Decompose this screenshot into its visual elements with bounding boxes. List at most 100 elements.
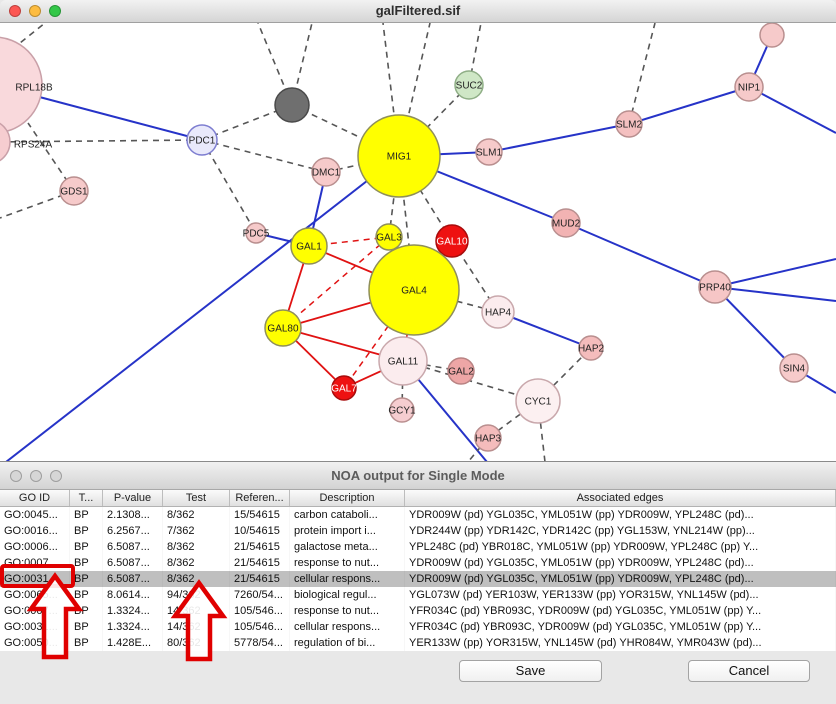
node-SIN4[interactable] xyxy=(779,353,809,383)
node-label: MIG1 xyxy=(387,152,412,163)
save-button[interactable]: Save xyxy=(459,660,602,682)
table-cell: biological regul... xyxy=(290,587,405,603)
table-cell: 1.3324... xyxy=(103,603,163,619)
table-cell: 6.5087... xyxy=(103,555,163,571)
node-HAP3[interactable] xyxy=(474,424,502,452)
table-cell: YFR034C (pd) YBR093C, YDR009W (pd) YGL03… xyxy=(405,619,836,635)
cancel-button[interactable]: Cancel xyxy=(688,660,810,682)
node-HAP2[interactable] xyxy=(578,335,604,361)
node-PDC1[interactable] xyxy=(186,124,218,156)
table-cell: protein import i... xyxy=(290,523,405,539)
table-cell: BP xyxy=(70,523,103,539)
node-unlabeled[interactable] xyxy=(759,23,785,48)
node-SLM2[interactable] xyxy=(615,110,643,138)
table-cell: regulation of bi... xyxy=(290,635,405,651)
network-edge xyxy=(565,222,716,288)
table-cell: 15/54615 xyxy=(230,507,290,523)
node-GAL80[interactable] xyxy=(264,309,302,347)
node-label: GCY1 xyxy=(388,406,416,417)
column-header[interactable]: P-value xyxy=(103,490,163,506)
table-cell: YER133W (pp) YOR315W, YNL145W (pd) YHR08… xyxy=(405,635,836,651)
node-CYC1[interactable] xyxy=(515,378,561,424)
node-GAL11[interactable] xyxy=(378,336,428,386)
table-cell: 2.1308... xyxy=(103,507,163,523)
node-label: CYC1 xyxy=(525,397,552,408)
node-label: HAP2 xyxy=(578,344,605,355)
network-edge xyxy=(628,23,656,125)
table-cell: 6.5087... xyxy=(103,539,163,555)
column-header[interactable]: Associated edges xyxy=(405,490,836,506)
node-label: PDC1 xyxy=(189,136,216,147)
node-GAL10[interactable] xyxy=(435,224,469,258)
network-edge xyxy=(291,104,400,157)
column-header[interactable]: Referen... xyxy=(230,490,290,506)
column-header[interactable]: Test xyxy=(163,490,230,506)
table-cell: BP xyxy=(70,635,103,651)
node-MIG1[interactable] xyxy=(357,114,441,198)
table-cell: 6.2567... xyxy=(103,523,163,539)
table-cell: YDR009W (pd) YGL035C, YML051W (pp) YDR00… xyxy=(405,571,836,587)
node-unlabeled[interactable] xyxy=(274,87,310,123)
column-header[interactable]: Description xyxy=(290,490,405,506)
minimize-button[interactable] xyxy=(29,5,41,17)
table-cell: YPL248C (pd) YBR018C, YML051W (pp) YDR00… xyxy=(405,539,836,555)
node-PRP40[interactable] xyxy=(698,270,732,304)
window-controls xyxy=(9,5,61,17)
node-GDS1[interactable] xyxy=(59,176,89,206)
table-cell: YFR034C (pd) YBR093C, YDR009W (pd) YGL03… xyxy=(405,603,836,619)
node-label: GAL7 xyxy=(331,384,357,395)
table-cell: YDR009W (pd) YGL035C, YML051W (pp) YDR00… xyxy=(405,507,836,523)
node-RPL18B[interactable] xyxy=(0,36,43,134)
network-edge xyxy=(201,139,327,173)
node-label: GAL4 xyxy=(401,286,427,297)
table-cell: 80/362 xyxy=(163,635,230,651)
column-header[interactable]: GO ID xyxy=(0,490,70,506)
noa-zoom-button[interactable] xyxy=(50,470,62,482)
node-PDC5[interactable] xyxy=(245,222,267,244)
node-DMC1[interactable] xyxy=(311,157,341,187)
table-cell: cellular respons... xyxy=(290,619,405,635)
node-GCY1[interactable] xyxy=(389,397,415,423)
network-edge xyxy=(488,123,630,153)
table-cell: 14/362 xyxy=(163,603,230,619)
node-SUC2[interactable] xyxy=(454,70,484,100)
node-label: GAL1 xyxy=(296,242,322,253)
noa-close-button[interactable] xyxy=(10,470,22,482)
node-GAL1[interactable] xyxy=(290,227,328,265)
node-NIP1[interactable] xyxy=(734,72,764,102)
node-GAL2[interactable] xyxy=(447,357,475,385)
node-GAL4[interactable] xyxy=(368,244,460,336)
table-cell: GO:0031... xyxy=(0,619,70,635)
column-header[interactable]: T... xyxy=(70,490,103,506)
node-GAL3[interactable] xyxy=(375,223,403,251)
network-edge xyxy=(0,139,203,143)
node-HAP4[interactable] xyxy=(481,295,515,329)
node-MUD2[interactable] xyxy=(551,208,581,238)
table-cell: 5778/54... xyxy=(230,635,290,651)
network-edge xyxy=(748,86,836,134)
close-button[interactable] xyxy=(9,5,21,17)
network-edge xyxy=(343,289,415,389)
node-SLM1[interactable] xyxy=(475,138,503,166)
node-RPS24A[interactable] xyxy=(0,120,11,164)
table-cell: 8/362 xyxy=(163,555,230,571)
noa-window-title: NOA output for Single Mode xyxy=(331,468,505,483)
noa-minimize-button[interactable] xyxy=(30,470,42,482)
table-cell: BP xyxy=(70,619,103,635)
table-cell: 1.428E... xyxy=(103,635,163,651)
node-GAL7[interactable] xyxy=(331,375,357,401)
node-label: HAP3 xyxy=(475,434,502,445)
zoom-button[interactable] xyxy=(49,5,61,17)
